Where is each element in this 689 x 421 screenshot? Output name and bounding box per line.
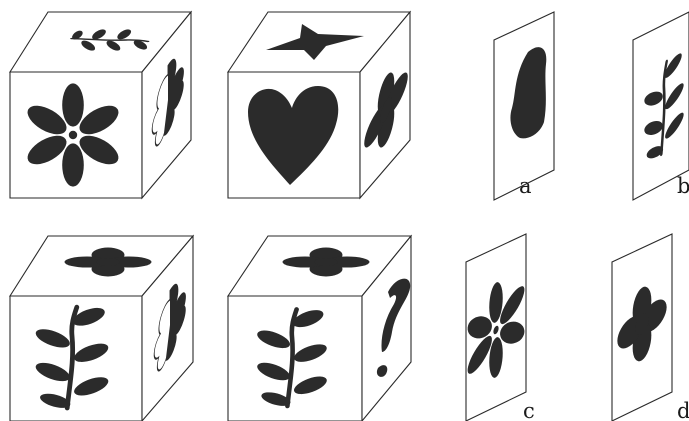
option-c-label: c — [523, 399, 535, 421]
cube-4 — [228, 236, 411, 421]
option-c[interactable]: c — [465, 234, 535, 421]
cube-2 — [228, 12, 410, 198]
cube-3 — [10, 236, 193, 421]
option-b[interactable]: b — [633, 12, 689, 200]
option-a[interactable]: a — [494, 12, 554, 200]
option-a-label: a — [519, 174, 532, 198]
option-d-label: d — [677, 399, 689, 421]
cube-1 — [10, 12, 191, 198]
option-b-panel — [633, 12, 689, 200]
option-b-label: b — [677, 174, 689, 198]
option-d[interactable]: d — [612, 234, 689, 421]
